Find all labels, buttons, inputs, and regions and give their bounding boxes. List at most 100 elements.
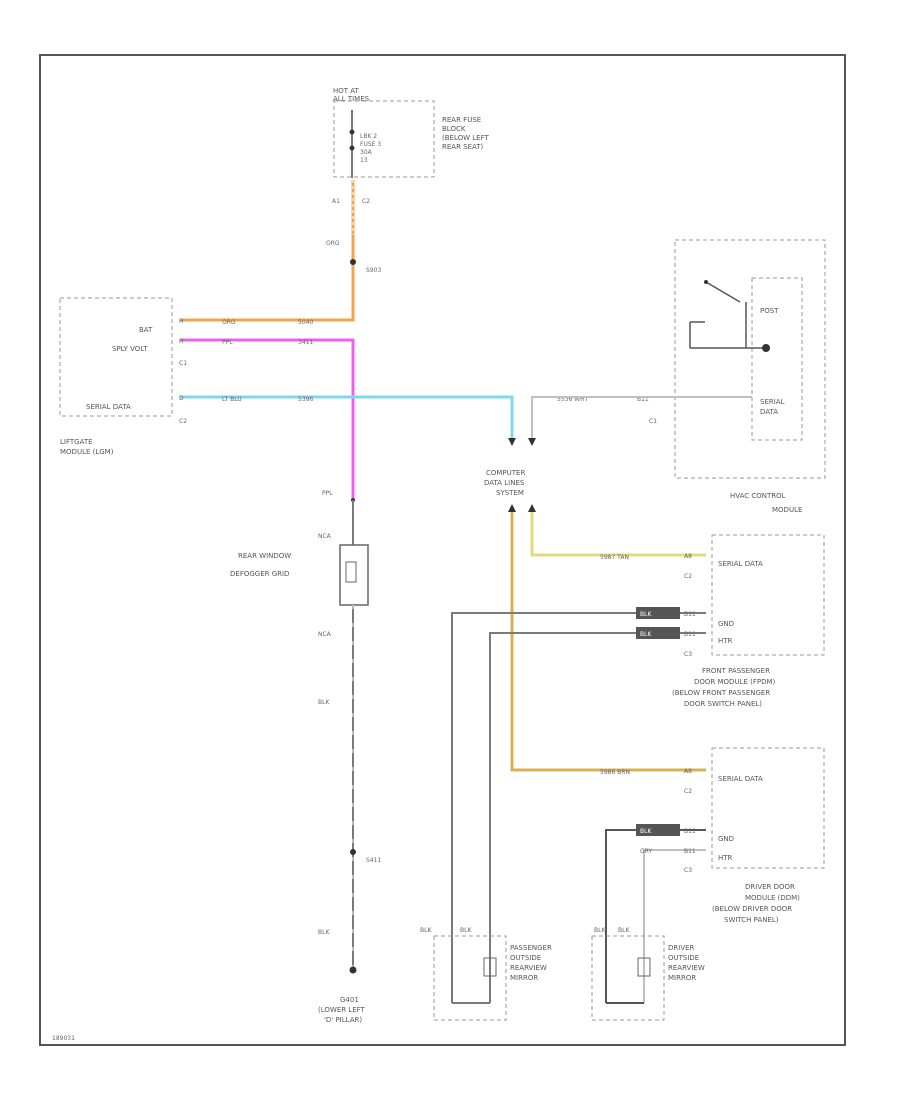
pass-mirror-name-4: MIRROR <box>510 974 538 982</box>
ddm-gnd1-wire: BLK <box>640 828 652 835</box>
junction-label-1: COMPUTER <box>486 469 525 477</box>
fpdm-gnd1-pin: B11 <box>684 611 696 618</box>
hvac-post-label: POST <box>760 307 779 315</box>
liftgate-circuit-2: 3411 <box>298 339 313 346</box>
ddm-serial-label: SERIAL DATA <box>718 775 763 783</box>
defog-ppl-label: PPL <box>322 490 333 497</box>
fuse-block-name-2: BLOCK <box>442 125 466 133</box>
liftgate-pin-3: D <box>179 395 184 402</box>
junction-arrow <box>528 438 536 446</box>
driver-mirror-wire-1: BLK <box>594 927 606 934</box>
splice-s411: S411 <box>366 857 381 864</box>
driver-mirror-heater <box>637 957 651 977</box>
liftgate-module-box <box>59 297 173 417</box>
fpdm-serial-label: SERIAL DATA <box>718 560 763 568</box>
diagram-code: 189031 <box>52 1035 75 1042</box>
fuse-label-3: 30A <box>360 149 373 156</box>
ddm-name-1: DRIVER DOOR <box>745 883 795 891</box>
liftgate-module: BAT SPLY VOLT SERIAL DATA H H D C1 C2 OR… <box>59 297 313 456</box>
hvac-name-1: HVAC CONTROL <box>730 492 786 500</box>
fuse-connector: C2 <box>362 198 370 205</box>
hvac-conn: C1 <box>649 418 657 425</box>
hot-label-1: HOT AT <box>333 87 360 95</box>
fuse-node <box>349 129 355 135</box>
hvac-inner-box <box>751 277 803 441</box>
liftgate-pin-1: H <box>179 318 184 325</box>
ddm-gnd-label: GND <box>718 835 734 843</box>
pass-mirror-name-2: OUTSIDE <box>510 954 541 962</box>
fpdm-name-2: DOOR MODULE (FPDM) <box>694 678 776 686</box>
data-lines-junction: COMPUTER DATA LINES SYSTEM <box>484 438 536 512</box>
hvac-module-box <box>674 239 826 479</box>
liftgate-circuit-1: 5040 <box>298 319 313 326</box>
ddm-gnd1-pin: B11 <box>684 828 696 835</box>
ground-g401-dot <box>349 966 357 974</box>
liftgate-circuit-3: 5396 <box>298 396 313 403</box>
wire-tan-fpdm <box>530 512 706 557</box>
fpdm-data-pin: A8 <box>684 553 692 560</box>
defog-label-1: REAR WINDOW <box>238 552 291 560</box>
wire-fpdm-gnd-1 <box>451 612 706 1003</box>
defog-blk-label: BLK <box>318 699 330 706</box>
ddm-htr-label: HTR <box>718 854 733 862</box>
ddm-data-wire: 5986 BRN <box>600 769 630 776</box>
pass-mirror-heater <box>483 957 497 977</box>
fuse-node <box>349 145 355 151</box>
liftgate-conn-c1: C1 <box>179 360 187 367</box>
pass-mirror-name-3: REARVIEW <box>510 964 547 972</box>
junction-label-2: DATA LINES <box>484 479 525 487</box>
rear-defogger: PPL NCA REAR WINDOW DEFOGGER GRID NCA BL… <box>230 490 381 1024</box>
fpdm-conn: C3 <box>684 651 692 658</box>
hot-label-2: ALL TIMES <box>333 95 370 103</box>
fpdm-gnd2-wire-band <box>636 627 680 639</box>
ddm-gnd2-wire: GRY <box>640 848 652 855</box>
fpdm-name-1: FRONT PASSENGER <box>702 667 770 675</box>
driver-mirror-box <box>591 935 665 1021</box>
ground-name-2: (LOWER LEFT <box>318 1006 366 1014</box>
hvac-switch-pivot <box>704 280 708 284</box>
fuse-block-name-3: (BELOW LEFT <box>442 134 489 142</box>
wire-cyan-serial <box>180 395 514 440</box>
driver-mirror-wire-2: BLK <box>618 927 630 934</box>
hvac-post-node <box>762 344 770 352</box>
pass-mirror-wire-1: BLK <box>420 927 432 934</box>
ddm-box <box>711 747 825 869</box>
liftgate-name-2: MODULE (LGM) <box>60 448 114 456</box>
defog-nca-top: NCA <box>318 533 332 540</box>
pass-mirror-wire-2: BLK <box>460 927 472 934</box>
fpdm-gnd1-wire-band <box>636 607 680 619</box>
driver-mirror: BLK BLK DRIVER OUTSIDE REARVIEW MIRROR <box>591 927 705 1021</box>
ground-name-1: G401 <box>340 996 359 1004</box>
hvac-switch <box>705 281 741 303</box>
junction-arrow-low <box>508 504 516 512</box>
diagram-frame <box>39 54 846 1046</box>
fuse-pin: A1 <box>332 198 340 205</box>
fuse-block-name-4: REAR SEAT) <box>442 143 484 151</box>
liftgate-sply-label: SPLY VOLT <box>112 345 148 353</box>
fpdm-gnd2-pin: B11 <box>684 631 696 638</box>
ddm-name-2: MODULE (DDM) <box>745 894 800 902</box>
ddm-data-conn: C2 <box>684 788 692 795</box>
splice-s411-dot <box>350 849 356 855</box>
ddm-name-4: SWITCH PANEL) <box>724 916 779 924</box>
fpdm-gnd-label: GND <box>718 620 734 628</box>
ddm-data-pin: A8 <box>684 768 692 775</box>
fpdm-htr-label: HTR <box>718 637 733 645</box>
fuse-label-1: LBK 2 <box>360 133 377 140</box>
defog-grid-inner <box>345 561 357 583</box>
liftgate-conn-c2: C2 <box>179 418 187 425</box>
liftgate-name-1: LIFTGATE <box>60 438 93 446</box>
driver-mirror-name-1: DRIVER <box>668 944 695 952</box>
liftgate-bat-label: BAT <box>139 326 153 334</box>
wire-ddm-gnd-2 <box>643 849 706 1003</box>
defog-label-2: DEFOGGER GRID <box>230 570 289 578</box>
splice-s903: S903 <box>366 267 381 274</box>
ground-name-3: 'D' PILLAR) <box>324 1016 362 1024</box>
driver-mirror-name-3: REARVIEW <box>668 964 705 972</box>
rear-fuse-block: HOT AT ALL TIMES LBK 2 FUSE 3 30A 13 REA… <box>326 87 489 274</box>
hvac-module: POST SERIAL DATA B11 C1 5536 WHT HVAC CO… <box>557 239 826 514</box>
wire-white-hvac <box>531 396 752 440</box>
fuse-number: 13 <box>360 157 368 164</box>
wire-brn-ddm <box>510 512 706 772</box>
